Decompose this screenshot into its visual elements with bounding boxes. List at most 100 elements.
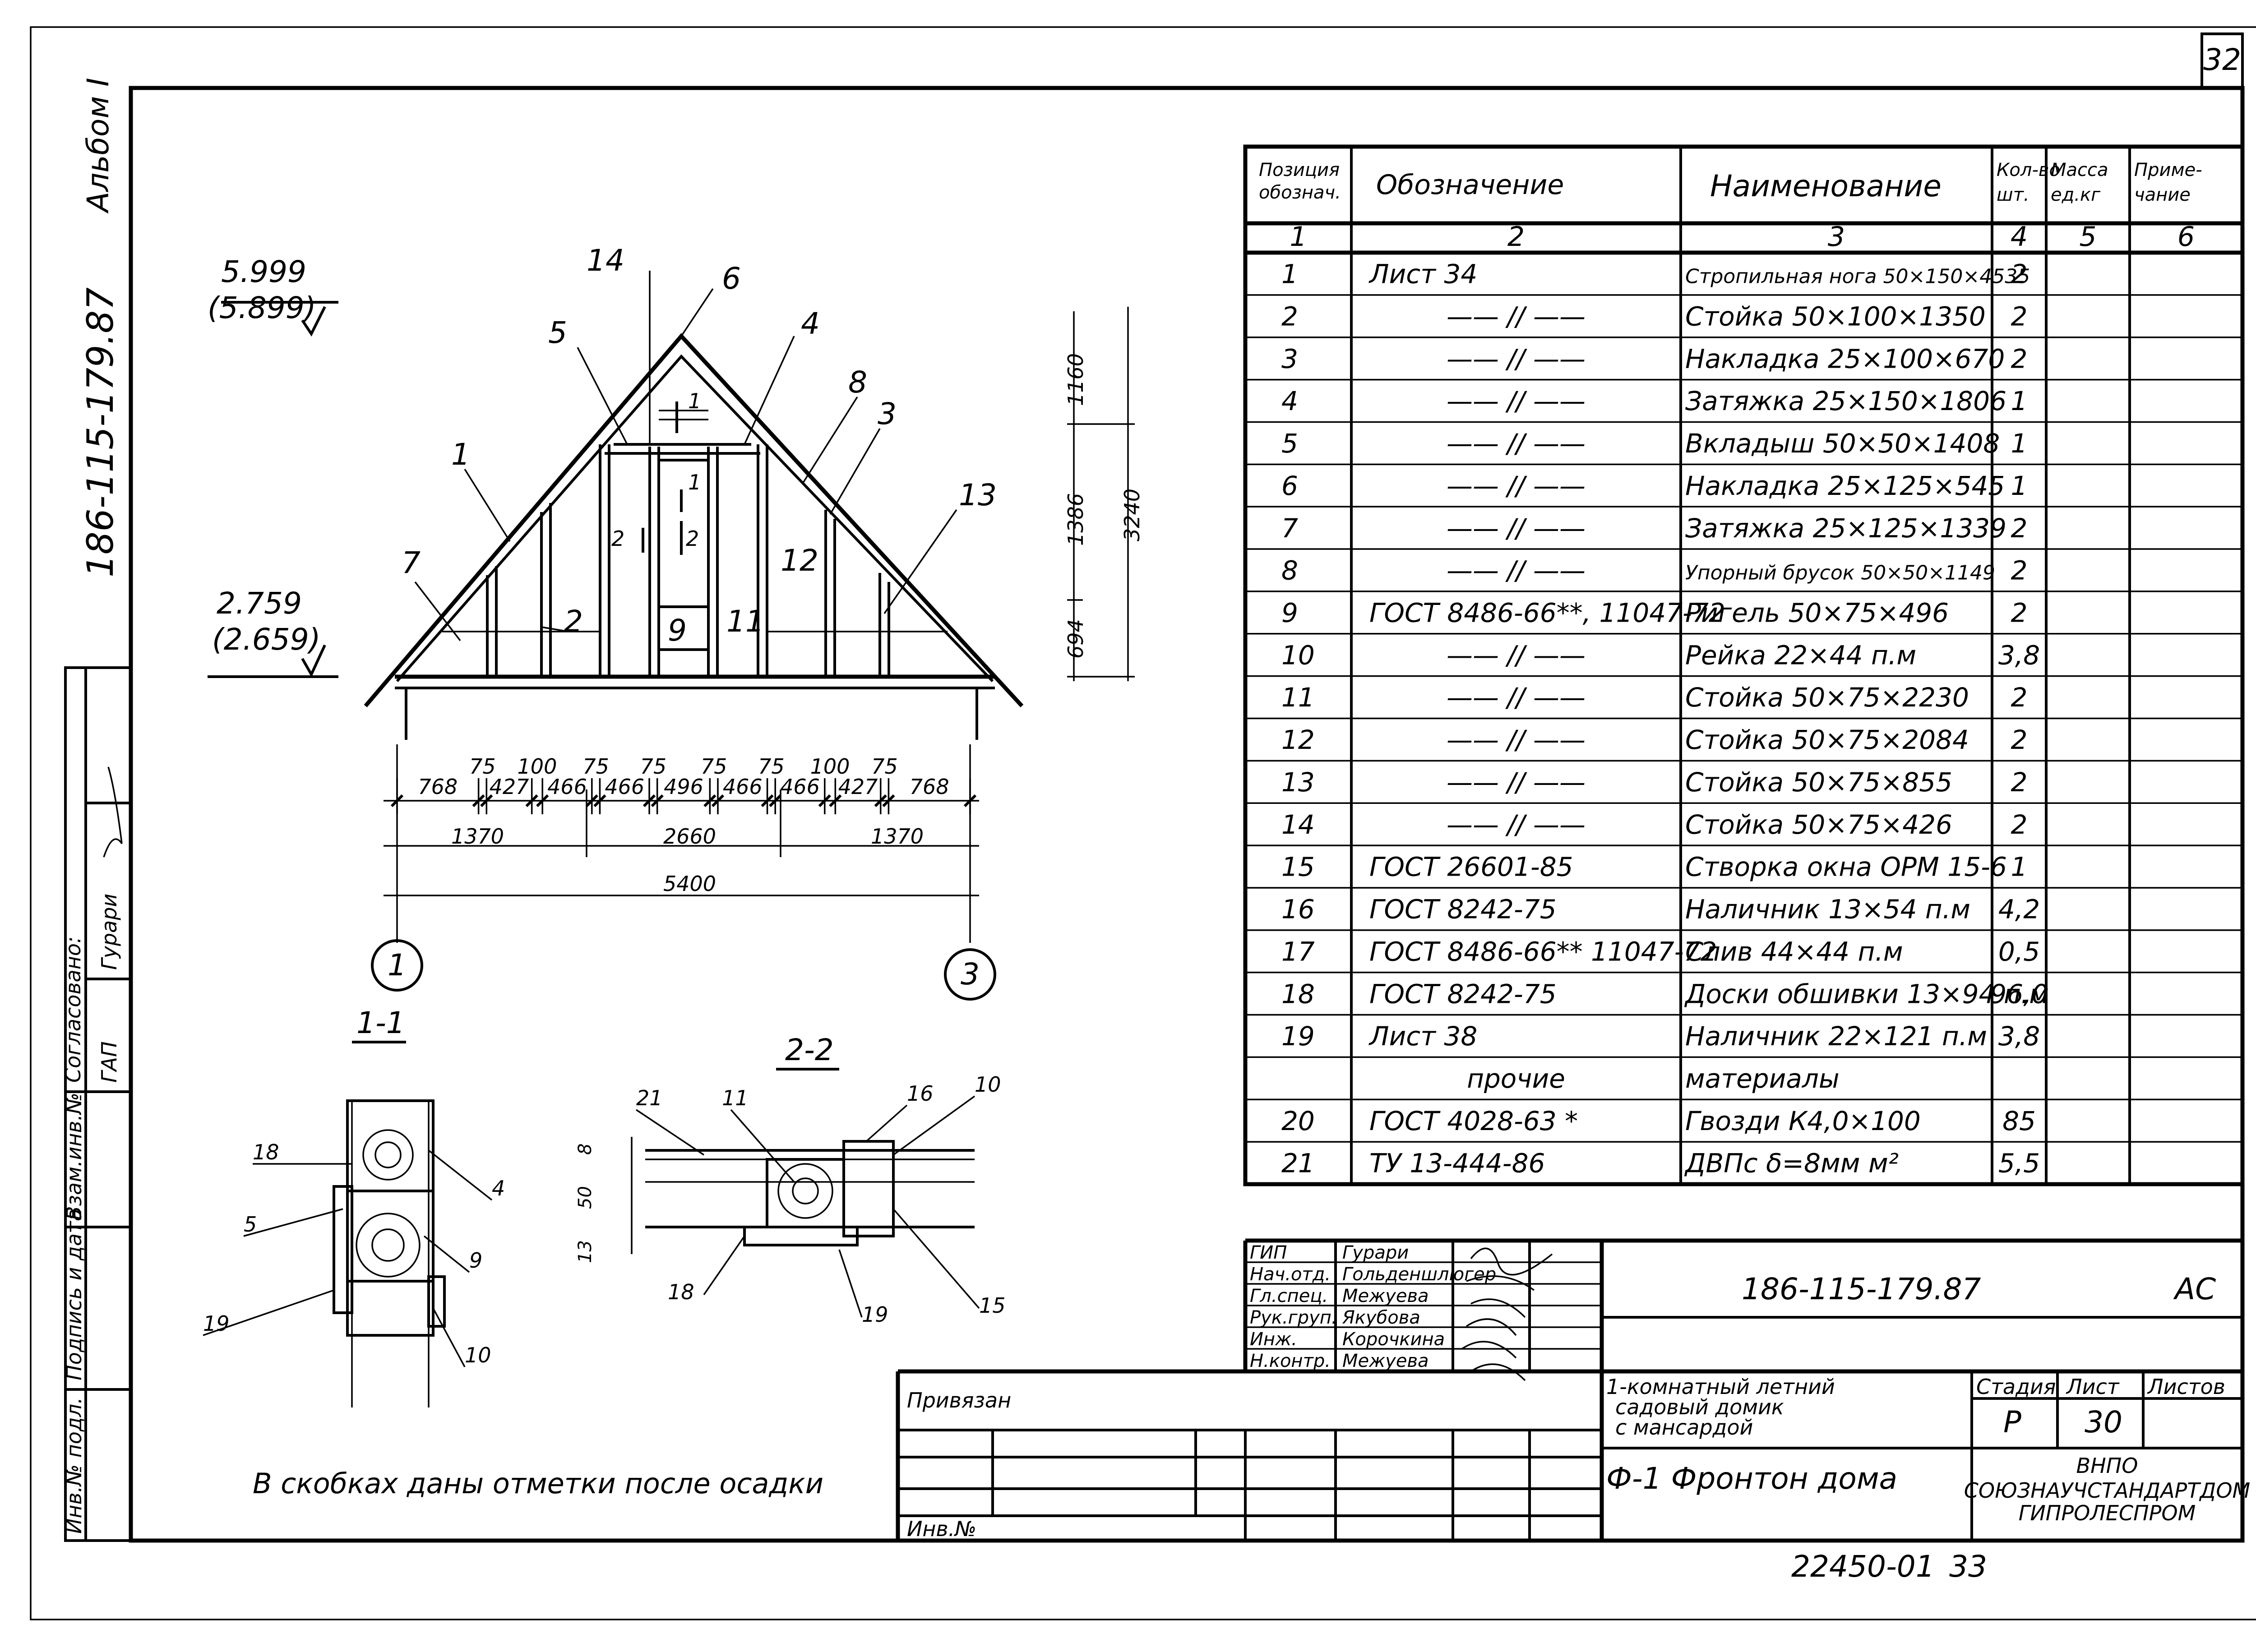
pos-13: 13 [959, 478, 997, 512]
header-pos-2: обознач. [1259, 182, 1341, 203]
tb-inv-label: Инв.№ [907, 1517, 976, 1541]
col-number: 1 [1290, 221, 1307, 253]
row-name: Слив 44×44 п.м [1685, 936, 1903, 967]
sec2-label-15: 15 [979, 1293, 1006, 1318]
tb-stage: Р [2003, 1405, 2021, 1440]
specification-table: Позиция обознач. Обозначение Наименовани… [1243, 144, 2245, 1186]
col-number: 6 [2177, 221, 2195, 253]
row-qty: 1 [2011, 852, 2028, 882]
level-low: 2.759 [217, 586, 302, 621]
header-note-1: Приме- [2134, 160, 2202, 180]
sign-date-label: Подпись и дата [62, 1209, 86, 1380]
row-name: Стойка 50×75×2230 [1685, 682, 1969, 713]
dim-1370-right: 1370 [871, 824, 924, 849]
row-name: Гвозди К4,0×100 [1685, 1106, 1921, 1136]
header-pos-1: Позиция [1259, 160, 1340, 180]
album-label: Альбом I [81, 78, 116, 214]
row-qty: 2 [2011, 301, 2028, 332]
row-pos: 16 [1281, 894, 1315, 925]
row-qty: 3,8 [1998, 640, 2040, 670]
tb-org-1: ВНПО [2076, 1454, 2138, 1478]
pos-12: 12 [781, 543, 818, 578]
tb-person: Корочкина [1342, 1329, 1445, 1350]
position-leaders: 14 6 5 4 8 3 1 13 7 2 9 11 12 [402, 243, 997, 648]
sec1-label-10: 10 [465, 1343, 491, 1367]
row-designation: —— // —— [1447, 386, 1586, 416]
dim-2660: 2660 [663, 824, 716, 849]
row-qty: 2 [2011, 724, 2028, 755]
section-1-title: 1-1 [356, 1006, 405, 1040]
row-name: Наличник 22×121 п.м [1685, 1021, 1987, 1052]
row-qty: 85 [2002, 1106, 2036, 1136]
pos-14: 14 [587, 243, 624, 278]
gap-name: Гурари [97, 894, 121, 970]
dim-segment: 75 [758, 754, 785, 779]
row-qty: 1 [2011, 471, 2028, 501]
row-qty: 2 [2011, 767, 2028, 798]
row-qty: 5,5 [1998, 1148, 2040, 1179]
row-pos: 12 [1281, 724, 1315, 755]
row-designation: —— // —— [1447, 513, 1586, 544]
row-designation: —— // —— [1447, 809, 1586, 840]
sec1-label-9: 9 [469, 1248, 482, 1273]
row-qty: 2 [2011, 343, 2028, 374]
vdim-694: 694 [1063, 619, 1088, 659]
row-designation: —— // —— [1447, 640, 1586, 670]
pos-7: 7 [402, 545, 421, 580]
header-designation: Обозначение [1376, 169, 1564, 201]
vdim-3240: 3240 [1120, 489, 1144, 541]
row-designation: —— // —— [1447, 555, 1586, 586]
level-low-paren: (2.659) [212, 622, 320, 657]
row-name: Стойка 50×100×1350 [1685, 301, 1986, 332]
pos-11: 11 [726, 604, 764, 639]
row-name: Стойка 50×75×855 [1685, 767, 1952, 798]
sec2-label-10: 10 [975, 1072, 1001, 1097]
row-designation: —— // —— [1447, 428, 1586, 459]
tb-mark: АС [2173, 1272, 2216, 1306]
vdim-1160: 1160 [1063, 353, 1088, 406]
header-name: Наименование [1710, 169, 1942, 203]
tb-drawing-title: Ф-1 Фронтон дома [1606, 1461, 1897, 1496]
row-name: материалы [1685, 1063, 1840, 1094]
tb-role: Инж. [1250, 1329, 1297, 1350]
pos-1: 1 [451, 437, 470, 472]
tb-role: ГИП [1250, 1242, 1287, 1263]
agreed-label: Согласовано: [61, 937, 85, 1083]
row-qty: 3,8 [1998, 1021, 2040, 1052]
tb-code: 186-115-179.87 [1742, 1272, 1981, 1306]
header-qty-2: шт. [1997, 185, 2029, 205]
row-pos: 15 [1281, 852, 1315, 882]
doc-code-vertical: 186-115-179.87 [79, 287, 121, 577]
vdim-1386: 1386 [1063, 493, 1088, 546]
row-designation: —— // —— [1447, 724, 1586, 755]
axis-1-label: 1 [388, 948, 407, 983]
row-name: Наличник 13×54 п.м [1685, 894, 1970, 925]
row-designation: ТУ 13-444-86 [1369, 1148, 1545, 1179]
dim-segment: 75 [701, 754, 727, 779]
pos-6: 6 [722, 261, 741, 296]
tb-person: Гольденшлюгер [1342, 1264, 1496, 1285]
sheet-number: 32 [2203, 42, 2241, 77]
row-designation: ГОСТ 8242-75 [1369, 894, 1557, 925]
row-designation: —— // —— [1447, 682, 1586, 713]
dim-segment: 466 [547, 775, 587, 799]
row-qty: 1 [2011, 428, 2028, 459]
tb-role: Нач.отд. [1250, 1264, 1331, 1285]
dim-5400: 5400 [663, 872, 716, 896]
pos-4: 4 [801, 306, 820, 341]
row-qty: 2 [2011, 555, 2028, 586]
row-designation: Лист 34 [1368, 259, 1477, 290]
axis-3-label: 3 [961, 957, 980, 992]
pos-3: 3 [878, 397, 897, 431]
dim-segment: 466 [605, 775, 644, 799]
section-1-1: 1-1 18 4 5 9 19 10 [203, 1006, 505, 1407]
row-designation: —— // —— [1447, 343, 1586, 374]
col-number: 4 [2011, 221, 2028, 253]
row-pos: 21 [1281, 1148, 1315, 1179]
row-pos: 9 [1281, 597, 1298, 628]
row-name: Стропильная нога 50×150×4535 [1685, 265, 2030, 288]
sec1-label-19: 19 [203, 1311, 230, 1336]
row-qty: 2 [2011, 513, 2028, 544]
note-text: В скобках даны отметки после осадки [253, 1467, 823, 1500]
row-designation: ГОСТ 8486-66** 11047-72 [1369, 936, 1717, 967]
